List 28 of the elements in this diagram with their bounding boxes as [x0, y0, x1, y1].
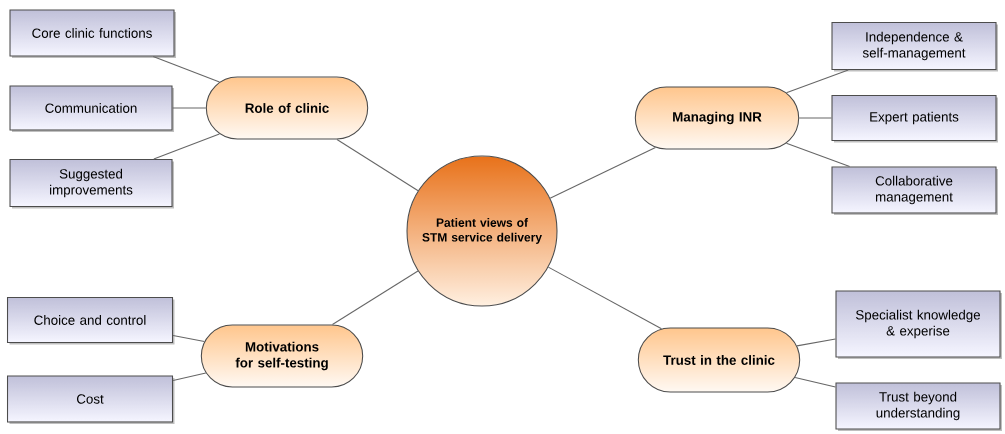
- theme-pill: Trust in the clinic: [637, 327, 801, 393]
- connector-line: [172, 107, 207, 109]
- subtheme-box: Core clinic functions: [9, 9, 176, 58]
- subtheme-box: Communication: [9, 85, 174, 132]
- subtheme-box: Suggested improvements: [9, 158, 174, 209]
- connector-line: [798, 117, 832, 119]
- connector-line: [547, 266, 663, 330]
- connector-line: [172, 335, 205, 342]
- subtheme-box: Expert patients: [831, 94, 998, 143]
- subtheme-box: Choice and control: [7, 296, 175, 345]
- connector-line: [549, 147, 656, 199]
- subtheme-box: Independence & self-management: [831, 21, 998, 72]
- connector-line: [785, 142, 851, 167]
- subtheme-box: Trust beyond understanding: [835, 382, 1002, 431]
- subtheme-box: Specialist knowledge & experise: [835, 290, 1002, 359]
- connector-line: [153, 133, 220, 160]
- connector-line: [796, 338, 836, 347]
- theme-pill: Motivations for self-testing: [200, 324, 364, 388]
- theme-pill: Role of clinic: [205, 76, 369, 140]
- connector-line: [331, 270, 419, 325]
- connector-line: [794, 377, 836, 388]
- subtheme-box: Cost: [7, 375, 175, 424]
- theme-pill: Managing INR: [634, 86, 800, 150]
- connector-line: [152, 56, 220, 83]
- connector-line: [785, 69, 849, 94]
- connector-line: [336, 139, 419, 192]
- connector-line: [172, 372, 207, 381]
- subtheme-box: Collaborative management: [831, 166, 998, 215]
